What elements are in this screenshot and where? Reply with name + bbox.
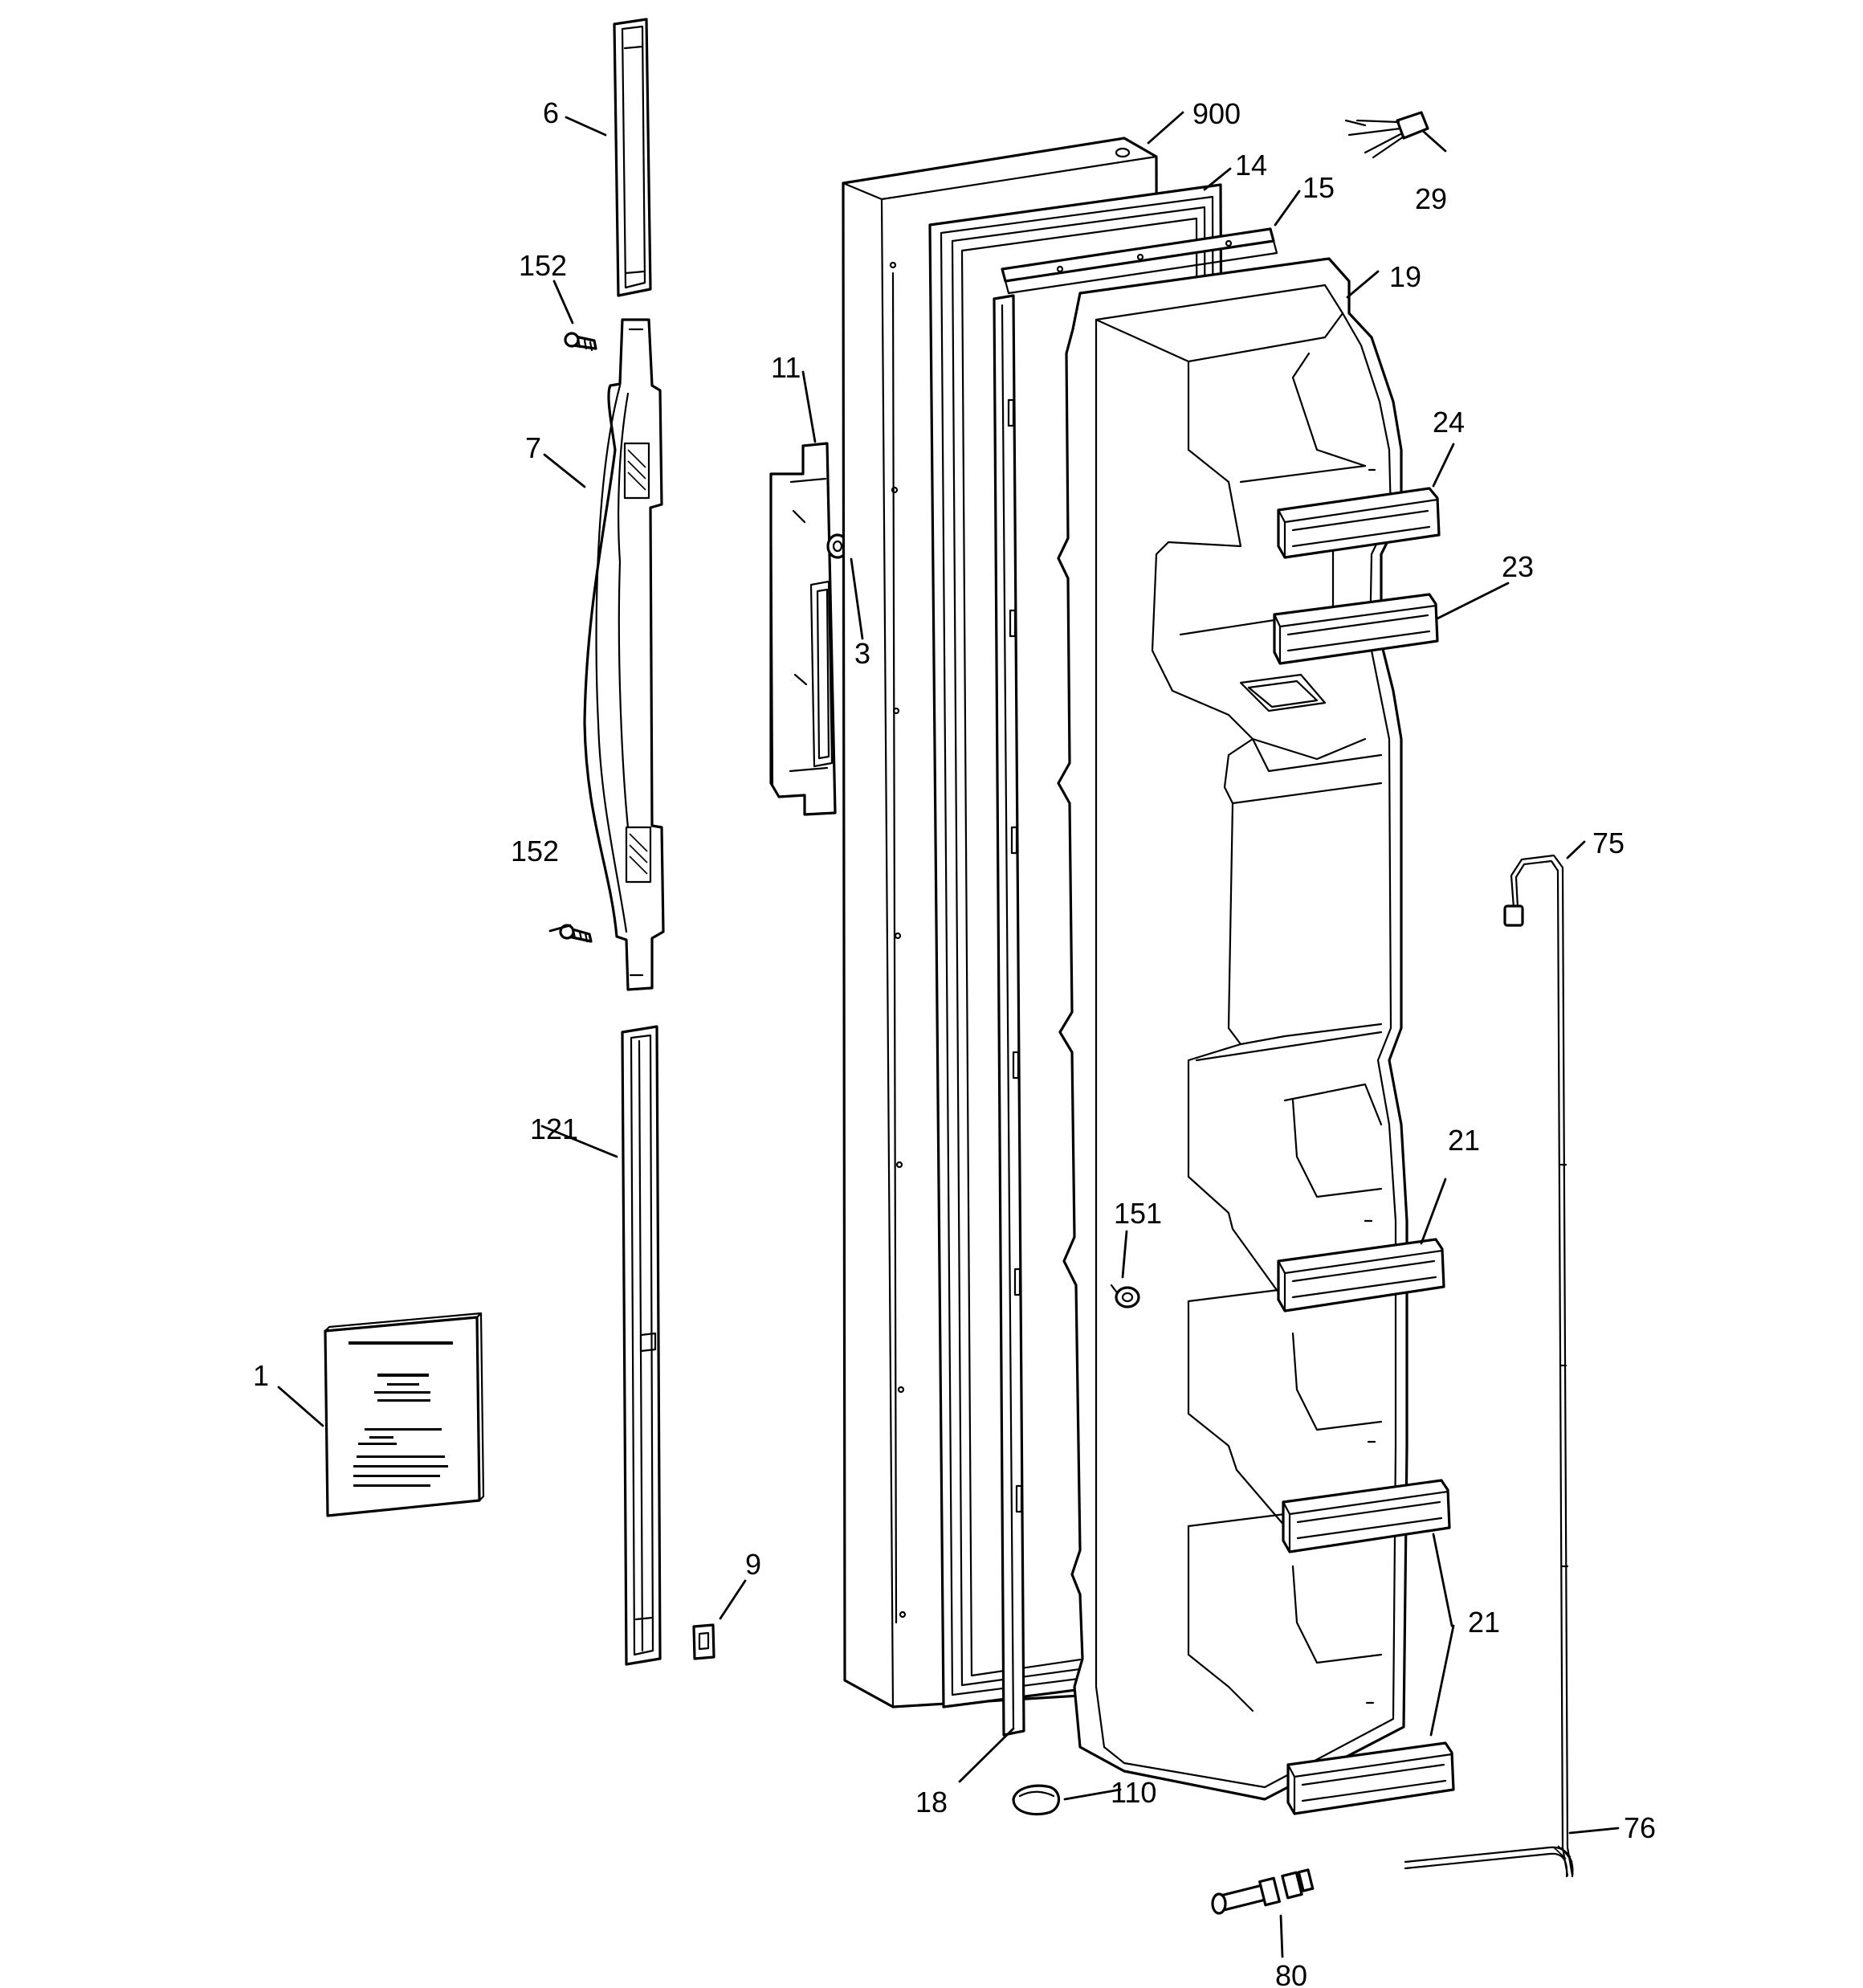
callout-1: 1 <box>253 1359 269 1392</box>
part-29-wire-harness <box>1344 111 1429 159</box>
part-23-shelf <box>1273 593 1439 665</box>
callout-24: 24 <box>1433 406 1465 439</box>
callout-11: 11 <box>771 351 801 384</box>
callout-7: 7 <box>525 431 541 464</box>
callout-3: 3 <box>854 637 870 670</box>
leader-lines <box>277 111 1620 1958</box>
callout-21-upper: 21 <box>1448 1124 1480 1157</box>
part-9-clip <box>692 1623 715 1660</box>
part-80-fitting <box>1211 1868 1315 1915</box>
part-7-handle <box>583 318 665 991</box>
part-18-breaker-strip <box>993 294 1025 1737</box>
callout-9: 9 <box>745 1548 761 1581</box>
callout-labels: 6 152 7 11 3 900 14 15 29 19 24 23 75 15… <box>253 96 1656 1988</box>
callout-19: 19 <box>1389 260 1421 293</box>
part-76-tube-fitting <box>1404 1845 1574 1878</box>
part-11-hinge-plate <box>769 442 837 816</box>
manual-cover-text-lines <box>349 1341 453 1487</box>
part-75-water-tube <box>1503 854 1574 1877</box>
callout-80: 80 <box>1275 1959 1307 1988</box>
callout-110: 110 <box>1111 1776 1156 1809</box>
part-151-fastener <box>1110 1284 1140 1308</box>
callout-152-lower: 152 <box>511 835 559 867</box>
part-21-shelf-lower <box>1286 1741 1455 1815</box>
callout-21-lower: 21 <box>1468 1606 1500 1639</box>
part-19-door-liner <box>1057 257 1408 1801</box>
callout-18: 18 <box>915 1786 948 1819</box>
part-6-top-trim <box>613 18 652 297</box>
callout-151: 151 <box>1114 1197 1162 1230</box>
callout-6: 6 <box>543 96 559 129</box>
part-24-shelf-top <box>1277 487 1441 559</box>
part-110-plug <box>1012 1784 1061 1816</box>
callout-15: 15 <box>1302 171 1335 204</box>
callout-23: 23 <box>1502 550 1534 583</box>
callout-152-upper: 152 <box>519 249 567 282</box>
part-15-top-bracket <box>1001 227 1278 295</box>
part-121-bottom-trim <box>621 1025 662 1666</box>
part-21-shelf-upper <box>1277 1238 1445 1312</box>
callout-76: 76 <box>1624 1811 1656 1844</box>
part-21-shelf-middle <box>1282 1479 1451 1553</box>
callout-14: 14 <box>1235 149 1267 182</box>
callout-121: 121 <box>530 1112 578 1145</box>
callout-29: 29 <box>1415 182 1447 215</box>
part-152-screw-upper <box>564 332 597 352</box>
part-1-owners-manual <box>324 1312 485 1517</box>
callout-75: 75 <box>1592 827 1625 859</box>
callout-900: 900 <box>1192 97 1241 130</box>
